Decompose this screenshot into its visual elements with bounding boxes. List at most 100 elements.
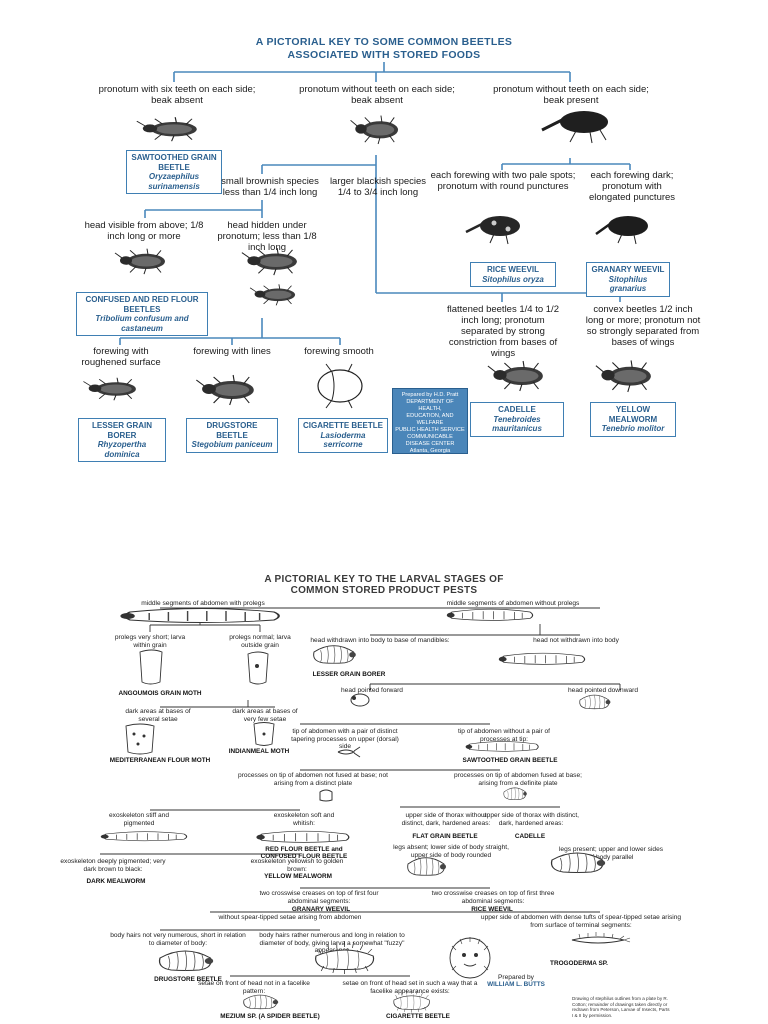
label-yellow-mealworm: YELLOW MEALWORM Tenebrio molitor xyxy=(590,402,676,437)
grain-drawing xyxy=(139,649,163,685)
cadelle-latin: Tenebroides mauritanicus xyxy=(492,414,542,434)
label-sawtoothed: SAWTOOTHED GRAIN BEETLE Oryzaephilus sur… xyxy=(126,150,222,194)
yellow-mealworm-larva-label: YELLOW MEALWORM xyxy=(264,873,332,880)
top-title-line2: ASSOCIATED WITH STORED FOODS xyxy=(287,48,481,61)
roughened: forewing with roughened surface xyxy=(81,346,161,368)
source-note: Drawing of stephilus outlines from a pla… xyxy=(572,996,670,1018)
exo-stiff: exoskeleton stiff and pigmented xyxy=(109,812,169,827)
prolegs-short: prolegs very short; larva within grain xyxy=(114,634,186,649)
legged-grub-drawing xyxy=(550,852,606,874)
label-confused: CONFUSED AND RED FLOUR BEETLES Tribolium… xyxy=(76,292,208,336)
credit-line3: EDUCATION, AND WELFARE xyxy=(406,413,454,426)
three-creases: two crosswise creases on top of first th… xyxy=(431,890,555,905)
two-pale-spots: each forewing with two pale spots; prono… xyxy=(430,170,576,192)
label-granary-weevil: GRANARY WEEVIL Sitophilus granarius xyxy=(586,262,670,297)
sawtoothed-name: SAWTOOTHED GRAIN BEETLE xyxy=(131,153,217,172)
cadelle-larva-label: CADELLE xyxy=(514,833,546,840)
red-flour: RED FLOUR BEETLE and CONFUSED FLOUR BEET… xyxy=(260,846,348,861)
label-rice-weevil: RICE WEEVIL Sitophilus oryza xyxy=(470,262,556,287)
sawtoothed-larva-drawing xyxy=(465,740,539,752)
with-prolegs: middle segments of abdomen with prolegs xyxy=(141,600,265,607)
smooth: forewing smooth xyxy=(304,346,374,357)
legs-present: legs present; upper and lower sides of b… xyxy=(558,846,664,861)
four-creases: two crosswise creases on top of first fo… xyxy=(259,890,379,905)
lesser-grain-borer-name: LESSER GRAIN BORER xyxy=(91,421,152,440)
thorax-with: upper side of thorax with distinct, dark… xyxy=(482,812,580,827)
top-title-line1: A PICTORIAL KEY TO SOME COMMON BEETLES xyxy=(255,36,513,48)
granary-weevil-drawing xyxy=(595,216,648,245)
trogoderma: TROGODERMA SP. xyxy=(550,960,608,967)
drugstore-latin: Stegobium paniceum xyxy=(191,440,273,449)
credit-line2: DEPARTMENT OF HEALTH, xyxy=(406,399,454,412)
confused-latin: Tribolium confusum and castaneum xyxy=(95,314,189,333)
head-downward: head pointed downward xyxy=(567,687,639,694)
angoumois: ANGOUMOIS GRAIN MOTH xyxy=(118,690,202,697)
dark-mealworm: DARK MEALWORM xyxy=(86,878,146,885)
hairs-not-numerous: body hairs not very numerous, short in r… xyxy=(110,932,246,947)
processes-drawing xyxy=(319,789,333,802)
head-forward: head pointed forward xyxy=(341,687,403,694)
cigarette-latin: Lasioderma serricorne xyxy=(320,430,366,450)
lesser-grain-borer-larva-drawing xyxy=(313,645,357,665)
small-brownish: small brownish species less than 1/4 inc… xyxy=(221,176,319,198)
grub-long-drawing xyxy=(446,608,534,622)
grain-drawing-2 xyxy=(247,651,269,685)
sawtoothed-latin: Oryzaephilus surinamensis xyxy=(148,172,200,191)
mediterranean: MEDITERRANEAN FLOUR MOTH xyxy=(109,757,211,764)
processes-fused: processes on tip of abdomen fused at bas… xyxy=(454,772,582,787)
tip-pair-drawing xyxy=(337,746,361,758)
mezium: MEZIUM SP. (A SPIDER BEETLE) xyxy=(220,1013,320,1020)
lesser-grain-borer-larva-label: LESSER GRAIN BORER xyxy=(312,671,386,678)
bottom-key-title: A PICTORIAL KEY TO THE LARVAL STAGES OF … xyxy=(184,574,584,596)
top-key-connectors xyxy=(119,62,631,345)
setae-facelike: setae on front of head set in such a way… xyxy=(342,980,478,995)
stiff-larva-drawing xyxy=(100,831,188,842)
cigarette-larva-label: CIGARETTE BEETLE xyxy=(386,1013,450,1020)
cigarette-beetle-drawing xyxy=(317,363,363,409)
drugstore-larva-drawing xyxy=(158,950,214,972)
branch-no-teeth-beak: pronotum without teeth on each side; bea… xyxy=(493,84,649,106)
thorax-without: upper side of thorax without distinct, d… xyxy=(401,812,491,827)
processes-not-fused: processes on tip of abdomen not fused at… xyxy=(238,772,388,787)
cigarette-name: CIGARETTE BEETLE xyxy=(302,421,383,430)
label-drugstore: DRUGSTORE BEETLE Stegobium paniceum xyxy=(186,418,278,453)
hairs-numerous: body hairs rather numerous and long in r… xyxy=(259,932,405,955)
prepared-by: Prepared by xyxy=(498,974,534,981)
face-pattern-drawing xyxy=(449,937,491,979)
legs-absent: legs absent; lower side of body straight… xyxy=(393,844,509,859)
soft-larva-drawing xyxy=(255,830,350,844)
yellowish: exoskeleton yellowish to golden brown: xyxy=(250,858,344,873)
lesser-grain-borer-latin: Rhyzopertha dominica xyxy=(97,440,147,459)
granary-weevil-larva-label: GRANARY WEEVIL xyxy=(291,906,351,913)
bottom-title-line2: COMMON STORED PRODUCT PESTS xyxy=(290,585,478,596)
flattened: flattened beetles 1/4 to 1/2 inch long; … xyxy=(447,304,559,359)
caterpillar-drawing xyxy=(119,607,280,624)
long-larva-drawing xyxy=(498,652,586,666)
drugstore-name: DRUGSTORE BEETLE xyxy=(206,421,258,440)
fused-processes-drawing xyxy=(503,787,528,801)
rice-weevil-name: RICE WEEVIL xyxy=(486,265,539,274)
credit-line6: Atlanta, Georgia xyxy=(409,448,451,454)
hairy-larva-drawing xyxy=(315,940,375,975)
dark-few: dark areas at bases of very few setae xyxy=(232,708,298,723)
branch-no-teeth-no-beak: pronotum without teeth on each side; bea… xyxy=(299,84,455,106)
label-cigarette: CIGARETTE BEETLE Lasioderma serricorne xyxy=(298,418,388,453)
rice-weevil-larva-label: RICE WEEVIL xyxy=(471,906,513,913)
head-forward-drawing xyxy=(350,693,370,707)
with-tufts: upper side of abdomen with dense tufts o… xyxy=(480,914,682,929)
indianmeal: INDIANMEAL MOTH xyxy=(228,748,290,755)
rice-weevil-latin: Sitophilus oryza xyxy=(482,274,544,284)
mediterranean-segment-drawing xyxy=(125,723,155,755)
credit-line1: Prepared by H.D. Pratt xyxy=(401,392,459,398)
credit-line5: COMMUNICABLE DISEASE CENTER xyxy=(405,434,455,447)
confused-name: CONFUSED AND RED FLOUR BEETLES xyxy=(85,295,199,314)
label-cadelle: CADELLE Tenebroides mauritanicus xyxy=(470,402,564,437)
tip-pair: tip of abdomen with a pair of distinct t… xyxy=(291,728,399,751)
author: WILLIAM L. BUTTS xyxy=(487,981,545,988)
tip-without: tip of abdomen without a pair of process… xyxy=(457,728,550,743)
dark-several: dark areas at bases of several setae xyxy=(125,708,191,723)
cigarette-larva-drawing xyxy=(393,989,430,1013)
trogoderma-larva-drawing xyxy=(571,932,631,944)
larger-blackish: larger blackish species 1/4 to 3/4 inch … xyxy=(329,176,427,198)
